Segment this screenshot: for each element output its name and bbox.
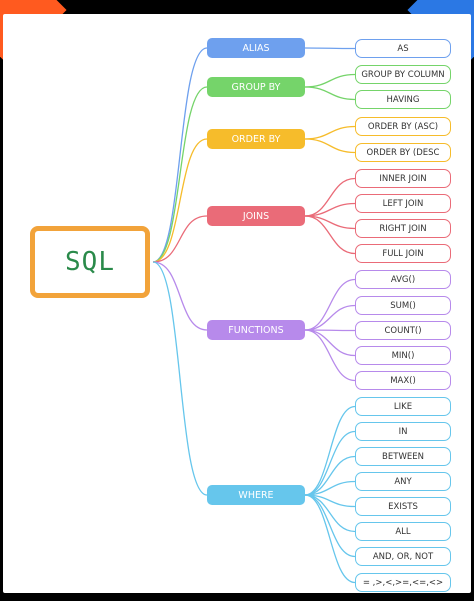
connector-group-by-group-by-column bbox=[304, 73, 356, 88]
connector-where-and-or-not bbox=[304, 494, 356, 558]
leaf-node-where-6: AND, OR, NOT bbox=[355, 547, 451, 566]
leaf-node-where-5: ALL bbox=[355, 522, 451, 541]
connector-root-alias bbox=[152, 47, 208, 263]
leaf-label: COUNT() bbox=[384, 325, 422, 336]
branch-label: ORDER BY bbox=[231, 133, 281, 145]
leaf-node-where-3: ANY bbox=[355, 472, 451, 491]
connector-where- bbox=[304, 494, 356, 584]
leaf-label: = ,>,<,>=,<=,<> bbox=[362, 577, 444, 588]
connector-where-like bbox=[304, 405, 356, 496]
leaf-label: AVG() bbox=[390, 274, 416, 285]
branch-node-alias: ALIAS bbox=[207, 38, 305, 58]
leaf-node-alias-0: AS bbox=[355, 39, 451, 58]
connector-order-by-order-by-asc bbox=[304, 125, 356, 140]
connector-joins-inner-join bbox=[304, 177, 356, 217]
leaf-node-functions-0: AVG() bbox=[355, 270, 451, 289]
connector-functions-sum bbox=[304, 304, 356, 331]
leaf-label: LEFT JOIN bbox=[382, 198, 424, 209]
leaf-label: ANY bbox=[394, 476, 412, 487]
connector-group-by-having bbox=[304, 86, 356, 101]
leaf-node-where-1: IN bbox=[355, 422, 451, 441]
leaf-label: ORDER BY (ASC) bbox=[367, 121, 439, 132]
leaf-node-group-by-1: HAVING bbox=[355, 90, 451, 109]
branch-label: ALIAS bbox=[242, 42, 270, 54]
leaf-node-joins-0: INNER JOIN bbox=[355, 169, 451, 188]
leaf-label: ORDER BY (DESC bbox=[366, 147, 440, 158]
leaf-label: BETWEEN bbox=[382, 451, 424, 462]
mindmap-canvas: SQL ALIAS AS GROUP BY GROUP BY COLUMN HAVING… bbox=[3, 14, 471, 593]
leaf-node-joins-3: FULL JOIN bbox=[355, 244, 451, 263]
connector-lines bbox=[152, 47, 356, 584]
branch-node-group-by: GROUP BY bbox=[207, 77, 305, 97]
branch-node-functions: FUNCTIONS bbox=[207, 320, 305, 340]
leaf-node-functions-2: COUNT() bbox=[355, 321, 451, 340]
leaf-label: AND, OR, NOT bbox=[372, 551, 434, 562]
connector-root-order-by bbox=[152, 138, 208, 263]
branch-label: GROUP BY bbox=[231, 81, 281, 93]
leaf-label: AS bbox=[397, 43, 409, 54]
connector-root-group-by bbox=[152, 86, 208, 263]
leaf-label: EXISTS bbox=[388, 501, 418, 512]
leaf-label: FULL JOIN bbox=[382, 248, 424, 259]
connector-root-where bbox=[152, 261, 208, 496]
leaf-label: LIKE bbox=[393, 401, 413, 412]
connector-where-between bbox=[304, 455, 356, 496]
leaf-label: ALL bbox=[395, 526, 411, 537]
leaf-node-where-7: = ,>,<,>=,<=,<> bbox=[355, 573, 451, 592]
leaf-node-functions-1: SUM() bbox=[355, 296, 451, 315]
leaf-node-order-by-1: ORDER BY (DESC bbox=[355, 143, 451, 162]
connector-where-in bbox=[304, 430, 356, 496]
branch-node-order-by: ORDER BY bbox=[207, 129, 305, 149]
leaf-node-functions-3: MIN() bbox=[355, 346, 451, 365]
leaf-label: MAX() bbox=[390, 375, 416, 386]
leaf-label: MIN() bbox=[391, 350, 415, 361]
branch-label: JOINS bbox=[242, 210, 270, 222]
leaf-node-group-by-0: GROUP BY COLUMN bbox=[355, 65, 451, 84]
leaf-node-where-4: EXISTS bbox=[355, 497, 451, 516]
leaf-label: RIGHT JOIN bbox=[379, 223, 427, 234]
branch-label: FUNCTIONS bbox=[228, 324, 284, 336]
connector-functions-min bbox=[304, 329, 356, 357]
connector-joins-full-join bbox=[304, 215, 356, 255]
leaf-node-joins-1: LEFT JOIN bbox=[355, 194, 451, 213]
root-node-sql: SQL bbox=[30, 226, 150, 298]
leaf-label: HAVING bbox=[386, 94, 420, 105]
root-label: SQL bbox=[65, 247, 115, 277]
leaf-node-functions-4: MAX() bbox=[355, 371, 451, 390]
connector-alias-as bbox=[304, 47, 356, 50]
leaf-node-joins-2: RIGHT JOIN bbox=[355, 219, 451, 238]
leaf-node-order-by-0: ORDER BY (ASC) bbox=[355, 117, 451, 136]
leaf-label: INNER JOIN bbox=[379, 173, 427, 184]
connector-root-functions bbox=[152, 261, 208, 331]
connector-functions-max bbox=[304, 329, 356, 382]
leaf-node-where-0: LIKE bbox=[355, 397, 451, 416]
connector-order-by-order-by-desc bbox=[304, 138, 356, 154]
branch-node-joins: JOINS bbox=[207, 206, 305, 226]
leaf-label: IN bbox=[398, 426, 408, 437]
branch-node-where: WHERE bbox=[207, 485, 305, 505]
connector-functions-avg bbox=[304, 278, 356, 331]
branch-label: WHERE bbox=[238, 489, 274, 501]
leaf-label: SUM() bbox=[390, 300, 416, 311]
leaf-node-where-2: BETWEEN bbox=[355, 447, 451, 466]
leaf-label: GROUP BY COLUMN bbox=[361, 69, 445, 80]
connector-root-joins bbox=[152, 215, 208, 263]
